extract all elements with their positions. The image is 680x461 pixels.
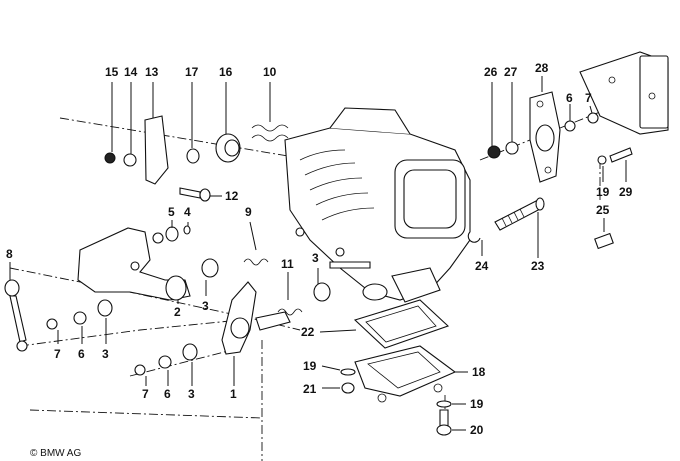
callout-28: 28 xyxy=(535,61,549,75)
callout-25: 25 xyxy=(596,203,610,217)
callout-3-left: 3 xyxy=(102,347,109,361)
callout-17: 17 xyxy=(185,65,199,79)
callout-3-bottom: 3 xyxy=(188,387,195,401)
small-parts-top xyxy=(104,112,633,250)
callout-labels: 15 14 13 17 16 10 26 27 28 6 7 12 19 29 … xyxy=(6,61,633,437)
callout-10: 10 xyxy=(263,65,277,79)
callout-4: 4 xyxy=(184,205,191,219)
callout-7-left: 7 xyxy=(54,347,61,361)
callout-5: 5 xyxy=(168,205,175,219)
callout-7-top: 7 xyxy=(585,91,592,105)
callout-20: 20 xyxy=(470,423,484,437)
bushings-spacers xyxy=(46,258,371,376)
callout-2: 2 xyxy=(174,305,181,319)
callout-3-mid: 3 xyxy=(202,299,209,313)
screw-12 xyxy=(179,187,211,202)
callout-11: 11 xyxy=(281,257,294,271)
callout-6-bottom: 6 xyxy=(164,387,171,401)
lever-assembly-2 xyxy=(77,225,191,301)
intake-runner xyxy=(579,51,669,135)
bolts-lower xyxy=(340,368,452,436)
callout-6-top: 6 xyxy=(566,91,573,105)
callout-3-upper: 3 xyxy=(312,251,319,265)
callout-16: 16 xyxy=(219,65,233,79)
callout-29: 29 xyxy=(619,185,633,199)
callout-23: 23 xyxy=(531,259,545,273)
throttle-lever-1 xyxy=(221,281,291,355)
callout-8: 8 xyxy=(6,247,13,261)
callout-15: 15 xyxy=(105,65,119,79)
copyright-notice: © BMW AG xyxy=(30,448,81,459)
leader-lines xyxy=(9,76,627,431)
callout-19-mid: 19 xyxy=(303,359,317,373)
callout-22: 22 xyxy=(301,325,315,339)
callout-19-right: 19 xyxy=(596,185,610,199)
callout-6-left: 6 xyxy=(78,347,85,361)
callout-21: 21 xyxy=(303,382,317,396)
callout-12: 12 xyxy=(225,189,239,203)
callout-18: 18 xyxy=(472,365,486,379)
callout-7-bottom: 7 xyxy=(142,387,149,401)
callout-14: 14 xyxy=(124,65,138,79)
callout-19-lower: 19 xyxy=(470,397,484,411)
flange-plate-28 xyxy=(529,91,561,183)
callout-9: 9 xyxy=(245,205,252,219)
linkage-rod-8 xyxy=(4,279,28,352)
callout-13: 13 xyxy=(145,65,159,79)
gasket-22 xyxy=(353,299,450,349)
bolt-23-clip-24 xyxy=(467,197,545,243)
callout-24: 24 xyxy=(475,259,489,273)
throttle-body-housing xyxy=(284,107,471,303)
callout-1: 1 xyxy=(230,387,237,401)
callout-26: 26 xyxy=(484,65,498,79)
callout-27: 27 xyxy=(504,65,518,79)
cover-plate-18 xyxy=(354,345,457,403)
